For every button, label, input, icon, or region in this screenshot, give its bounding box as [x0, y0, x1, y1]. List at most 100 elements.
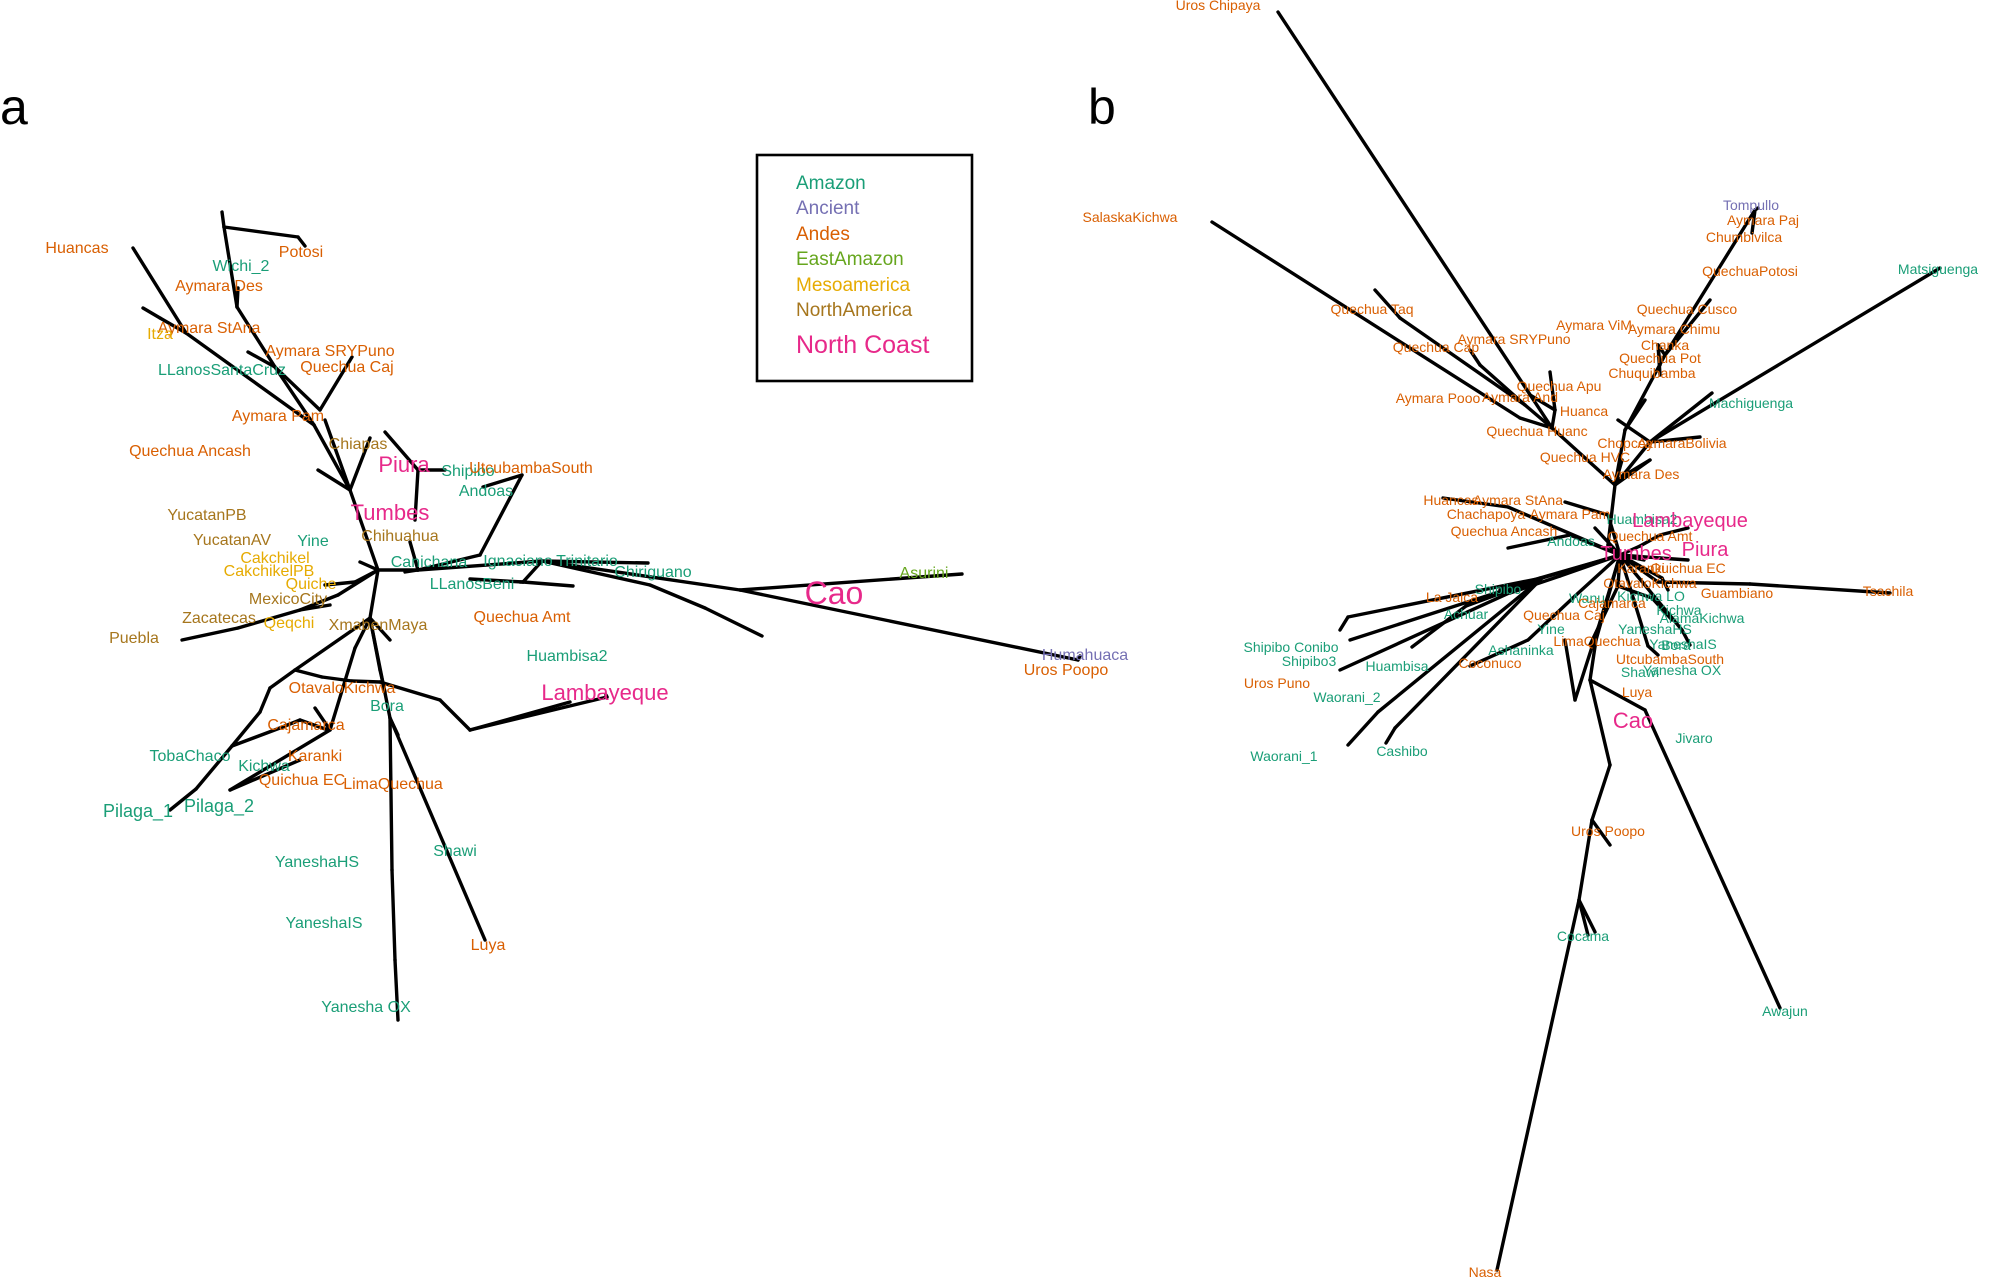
taxon-label-b-piura: Piura: [1682, 539, 1730, 561]
taxon-label-b-huancas: Huancas: [1423, 492, 1478, 508]
taxon-label-a-llanosbeni: LLanosBeni: [430, 576, 515, 593]
taxon-label-b-bora: Bora: [1661, 637, 1691, 653]
taxon-label-b-shawi: Shawi: [1621, 664, 1659, 680]
tree-b-branch: [1468, 348, 1482, 367]
tree-a-branch: [358, 560, 380, 572]
taxon-label-b-tompullo: Tompullo: [1723, 197, 1779, 213]
taxon-label-a-mexicocity: MexicoCity: [249, 591, 327, 608]
taxon-label-a-xmabenmaya: XmabenMaya: [329, 617, 428, 634]
taxon-label-b-jivaro: Jivaro: [1675, 730, 1713, 746]
taxon-label-b-yaneshahs: YaneshaHS: [1618, 621, 1692, 637]
taxon-label-a-luya: Luya: [471, 937, 506, 954]
taxon-label-a-canichana: Canichana: [391, 554, 468, 571]
taxon-label-a-piura: Piura: [378, 452, 430, 477]
taxon-label-b-tsachila: Tsachila: [1863, 583, 1914, 599]
tree-a-branch: [393, 958, 400, 1022]
tree-b-branch: [1588, 678, 1647, 712]
taxon-label-b-lambayeque: Lambayeque: [1632, 510, 1748, 532]
panel-a-letter: a: [0, 79, 28, 135]
tree-a-branch: [388, 716, 394, 872]
tree-a-branch: [540, 559, 742, 592]
tree-b-branch: [1750, 208, 1757, 235]
taxon-label-b-machiguenga: Machiguenga: [1709, 395, 1793, 411]
tree-a-branch: [388, 716, 487, 942]
taxon-label-b-la-jalca: La Jalca: [1426, 589, 1478, 605]
tree-a-branch: [246, 350, 277, 369]
tree-b-branch: [1663, 298, 1712, 357]
tree-a-branch: [353, 616, 372, 650]
tree-b-branch: [1550, 408, 1557, 430]
tree-b-branch: [1658, 526, 1690, 537]
tree-a-branch: [236, 608, 302, 630]
tree-b-branch: [1523, 403, 1554, 430]
taxon-label-a-pilaga-1: Pilaga_1: [103, 801, 173, 822]
tree-a-branch: [438, 698, 472, 732]
taxon-label-a-cakchikelpb: CakchikelPB: [224, 563, 315, 580]
tree-a-branches: [131, 210, 1082, 1022]
tree-a-branch: [312, 423, 352, 492]
taxon-label-b-yanesha-ox: Yanesha OX: [1643, 662, 1722, 678]
tree-a-branch: [348, 488, 380, 572]
tree-b-branch: [1618, 553, 1650, 648]
taxon-label-a-qeqchi: Qeqchi: [264, 615, 315, 632]
taxon-label-a-bora: Bora: [370, 698, 404, 715]
tree-b-branch: [1563, 638, 1577, 702]
tree-b-branch: [1748, 582, 1892, 595]
taxon-label-b-uros-poopo: Uros Poopo: [1571, 823, 1645, 839]
tree-b-branch: [1577, 898, 1590, 937]
taxon-label-a-yucatanav: YucatanAV: [193, 532, 271, 549]
taxon-label-b-limaquechua: LimaQuechua: [1553, 633, 1640, 649]
taxon-label-a-pilaga-2: Pilaga_2: [184, 796, 254, 817]
tree-b-branch: [1618, 544, 1642, 557]
taxon-label-b-quechua-cusco: Quechua Cusco: [1637, 301, 1738, 317]
tree-a-branch: [604, 693, 609, 699]
tree-a-branch: [323, 580, 357, 587]
taxon-label-a-quichua-ec: Quichua EC: [259, 772, 345, 789]
tree-b-branch: [1590, 763, 1612, 822]
taxon-label-a-yaneshahs: YaneshaHS: [275, 854, 359, 871]
taxon-label-a-aymara-srypuno: Aymara SRYPuno: [265, 343, 394, 360]
tree-a-branch: [323, 418, 352, 492]
taxon-label-a-puebla: Puebla: [109, 630, 159, 647]
taxon-label-b-wanu: Wanu: [1569, 590, 1605, 606]
taxon-label-b-quechua-huanc: Quechua Huanc: [1486, 423, 1587, 439]
tree-a-branch: [230, 726, 282, 748]
taxon-label-b-kichwa: Kichwa: [1656, 602, 1701, 618]
tree-a-branch: [131, 246, 188, 335]
taxon-label-b-quechua-taq: Quechua Taq: [1330, 301, 1413, 317]
taxon-label-a-utcubambasouth: UtcubambaSouth: [469, 460, 593, 477]
taxon-label-b-ashaninka: Ashaninka: [1488, 642, 1554, 658]
tree-a-branch: [228, 758, 302, 792]
tree-a-branch: [468, 577, 525, 584]
tree-b-branch: [1660, 576, 1670, 592]
tree-a-branch: [408, 540, 420, 572]
taxon-label-a-yine: Yine: [297, 533, 329, 550]
taxon-label-b-uros-chipaya: Uros Chipaya: [1176, 0, 1261, 13]
tree-b-branch: [1568, 533, 1622, 557]
legend-item-amazon: Amazon: [796, 173, 866, 194]
tree-b-branch: [1573, 553, 1622, 598]
tree-b-branch: [1680, 628, 1692, 647]
tree-a-branch: [222, 225, 300, 239]
tree-a-branch: [235, 286, 240, 309]
legend: AmazonAncientAndesEastAmazonMesoamericaN…: [755, 153, 974, 383]
tree-b-branch: [1616, 584, 1654, 600]
taxon-label-b-shipibo3: Shipibo3: [1282, 653, 1337, 669]
taxon-label-b-chumbivilca: Chumbivilca: [1706, 229, 1782, 245]
tree-a-branch: [273, 365, 322, 412]
panel-b-letter: b: [1088, 79, 1116, 135]
tree-b-branch: [1646, 644, 1660, 657]
tree-b-branch: [1588, 678, 1612, 767]
taxon-label-a-aymara-pam: Aymara Pam: [232, 408, 324, 425]
taxon-label-a-tobachaco: TobaChaco: [150, 748, 231, 765]
tree-a-branch: [738, 588, 1080, 662]
taxon-label-a-tumbes: Tumbes: [351, 500, 430, 525]
tree-a-branch: [521, 580, 575, 588]
tree-b-branch: [1393, 576, 1544, 730]
tree-b-branch: [1648, 435, 1702, 444]
taxon-label-b-matsiguenga: Matsiguenga: [1898, 261, 1978, 277]
tree-a-branch: [383, 430, 420, 472]
taxon-label-b-aymara-and: Aymara And: [1482, 389, 1558, 405]
